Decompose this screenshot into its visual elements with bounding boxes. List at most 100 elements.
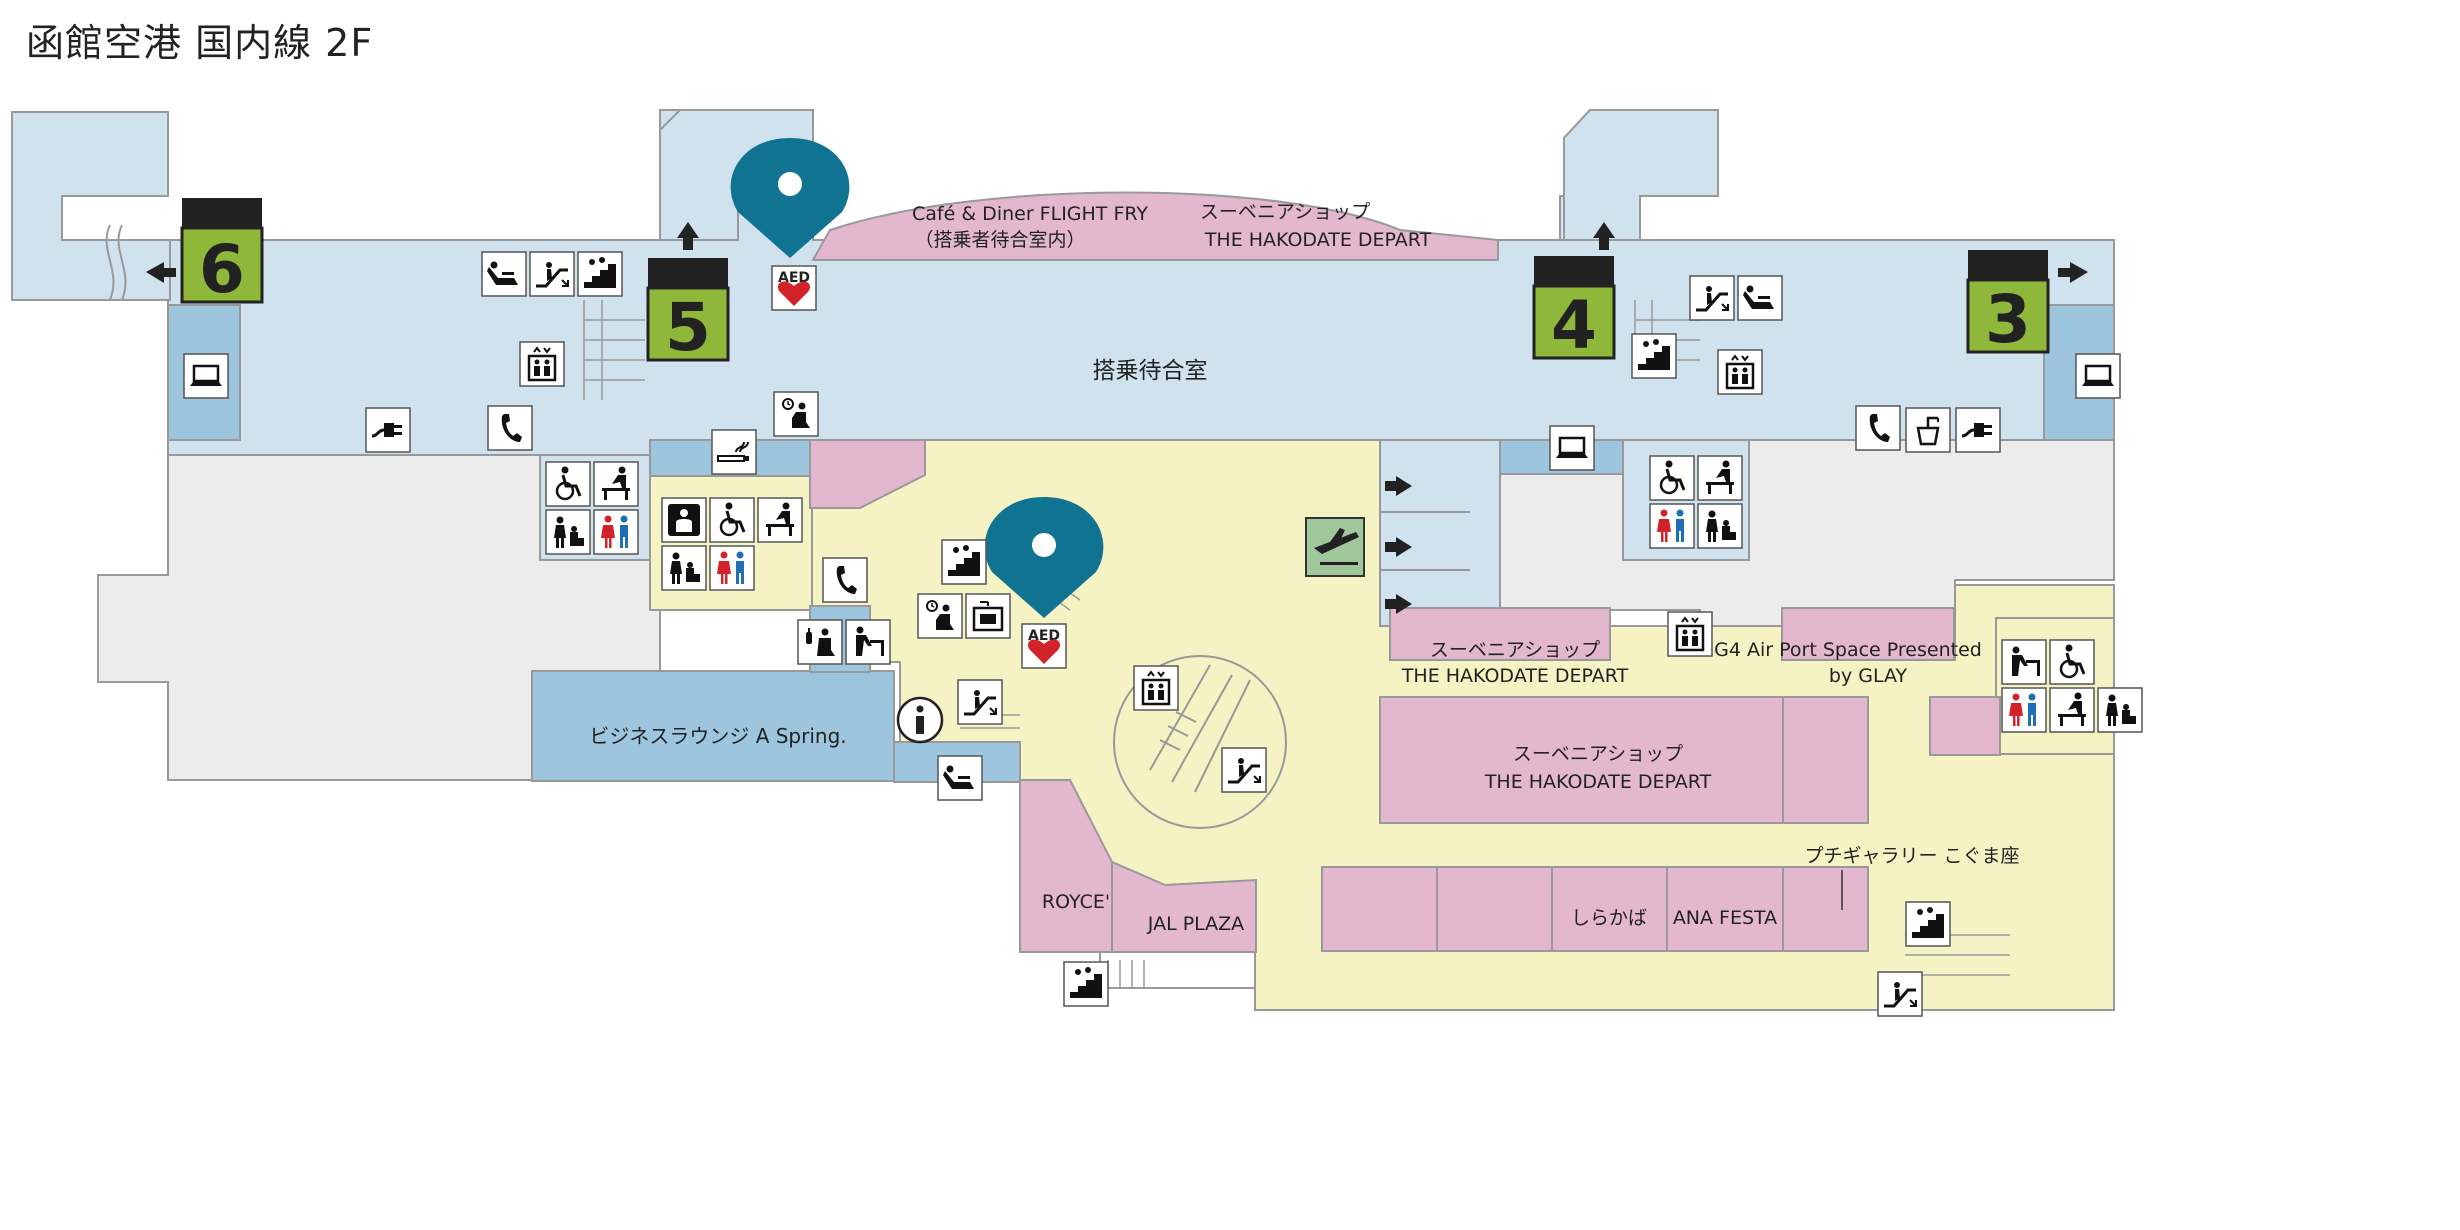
waiting-lounge-icon — [917, 593, 963, 639]
shop-pink-corner — [809, 439, 926, 509]
baby-changing-icon — [1697, 455, 1743, 501]
multipurpose-toilet-icon — [661, 545, 707, 591]
restroom-icon — [593, 509, 639, 555]
telephone-icon — [1855, 405, 1901, 451]
royce-label: ROYCE' — [1042, 891, 1110, 913]
feeding-icon — [797, 619, 843, 665]
jetway-6 — [11, 111, 171, 301]
arrow-up-icon — [677, 222, 699, 250]
shop-mid-label-sub: THE HAKODATE DEPART — [1401, 665, 1629, 687]
computer-icon — [1549, 425, 1595, 471]
location-pin-icon — [730, 138, 850, 258]
smoking-room-icon — [711, 429, 757, 475]
arrow-up-icon — [1593, 222, 1615, 250]
gate-header: 搭乗口 — [186, 200, 258, 228]
elevator-icon — [519, 341, 565, 387]
computer-icon — [183, 353, 229, 399]
shop-center-label: スーベニアショップ — [1513, 743, 1683, 765]
gate-number: 4 — [1551, 287, 1597, 364]
shop-center — [1379, 696, 1869, 824]
jal-plaza-label: JAL PLAZA — [1147, 913, 1244, 935]
restroom-icon — [2001, 687, 2047, 733]
escalator-icon — [957, 679, 1003, 725]
shop-row — [1321, 866, 1869, 952]
wheelchair-icon — [2049, 639, 2095, 685]
facility-icons — [183, 251, 2143, 1017]
elevator-icon — [1717, 349, 1763, 395]
gate-header: 搭乗口 — [652, 260, 724, 288]
computer-icon — [2075, 353, 2121, 399]
cafe-label: Café & Diner FLIGHT FRY — [912, 203, 1148, 225]
waiting-room-area — [11, 109, 2115, 456]
g4-space — [1781, 607, 1955, 661]
nursing-room-icon — [661, 497, 707, 543]
arrow-right-icon — [1385, 594, 1412, 614]
shop-center-label-sub: THE HAKODATE DEPART — [1484, 771, 1712, 793]
restroom-icon — [709, 545, 755, 591]
stairs-icon — [1063, 961, 1109, 1007]
diaper-icon — [845, 619, 891, 665]
gallery-label: プチギャラリー こぐま座 — [1804, 845, 2019, 867]
ana-festa-label: ANA FESTA — [1673, 907, 1777, 929]
shirakaba-label: しらかば — [1571, 907, 1647, 929]
power-outlet-icon — [1955, 407, 2001, 453]
gate-header: 搭乗口 — [1538, 258, 1610, 286]
information-icon — [896, 696, 944, 744]
gate-6: 搭乗口 6 — [146, 198, 264, 308]
gate-3: 搭乗口 3 — [1966, 250, 2088, 358]
cafe-label-sub: （搭乗者待合室内） — [914, 229, 1085, 251]
escalator-icon — [1877, 971, 1923, 1017]
page-title: 函館空港 国内線 2F — [26, 21, 374, 65]
baby-changing-icon — [757, 497, 803, 543]
wheelchair-icon — [1649, 455, 1695, 501]
escalator-icon — [1689, 275, 1735, 321]
stairs-bottom-left — [1099, 951, 1256, 989]
massage-chair-icon — [937, 755, 983, 801]
elevator-icon — [1667, 611, 1713, 657]
power-outlet-icon — [365, 407, 411, 453]
departure-icon — [1305, 517, 1365, 577]
gate-header: 搭乗口 — [1972, 252, 2044, 280]
location-pin-icon — [984, 497, 1104, 618]
passage-east — [1379, 439, 1501, 627]
shop-mid-label: スーベニアショップ — [1430, 639, 1600, 661]
water-fountain-icon — [1905, 407, 1951, 453]
gate-number: 5 — [665, 289, 711, 366]
cafe-shop-top — [811, 191, 1499, 261]
diaper-icon — [2001, 639, 2047, 685]
waiting-room-label: 搭乗待合室 — [1093, 358, 1208, 384]
stairs-icon — [577, 251, 623, 297]
baby-changing-icon — [593, 461, 639, 507]
arrow-right-icon — [1385, 537, 1412, 557]
gate-5: 搭乗口 5 — [646, 222, 730, 366]
jetway-4 — [1563, 109, 1719, 241]
multipurpose-toilet-icon — [1697, 503, 1743, 549]
telephone-icon — [487, 405, 533, 451]
multipurpose-toilet-icon — [545, 509, 591, 555]
shop-mid — [1389, 607, 1611, 661]
business-lounge-label: ビジネスラウンジ A Spring. — [589, 724, 846, 748]
massage-chair-icon — [481, 251, 527, 297]
rotunda — [1113, 655, 1287, 829]
stairs-icon — [1905, 901, 1951, 947]
business-lounge — [531, 670, 895, 782]
g4-label-sub: by GLAY — [1829, 665, 1908, 687]
multipurpose-toilet-icon — [2097, 687, 2143, 733]
gate-4: 搭乗口 4 — [1532, 222, 1616, 364]
escalator-icon — [1221, 747, 1267, 793]
waiting-lounge-icon — [773, 391, 819, 437]
gate-number: 3 — [1985, 281, 2031, 358]
stairs-icon — [941, 539, 987, 585]
telephone-icon — [822, 557, 868, 603]
massage-chair-icon — [1737, 275, 1783, 321]
wheelchair-icon — [545, 461, 591, 507]
elevator-icon — [1133, 665, 1179, 711]
shop-top-label: スーベニアショップ — [1200, 201, 1370, 223]
shop-top-label-sub: THE HAKODATE DEPART — [1204, 229, 1432, 251]
aed-icon: AED — [1021, 623, 1067, 669]
g4-label: G4 Air Port Space Presented — [1714, 639, 1982, 661]
gate-number: 6 — [199, 231, 245, 308]
shop-east-small — [1929, 696, 2001, 756]
escalator-icon — [529, 251, 575, 297]
